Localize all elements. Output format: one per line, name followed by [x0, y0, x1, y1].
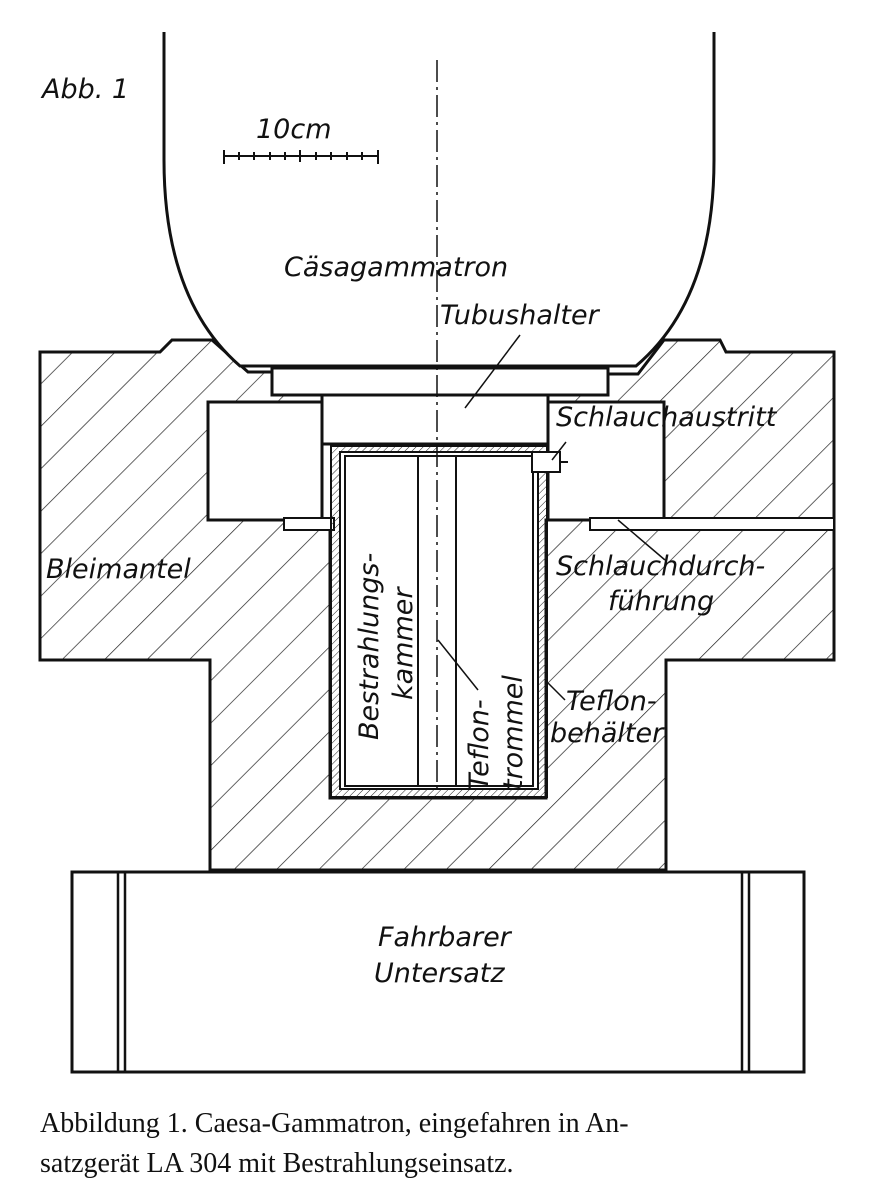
figure-caption: Abbildung 1. Caesa-Gammatron, eingefahre… [40, 1104, 840, 1184]
label-lead-shield: Bleimantel [46, 554, 191, 585]
scale-label: 10cm [256, 114, 332, 145]
hose-gap-right [589, 517, 835, 531]
scale-bar [223, 150, 379, 164]
label-base-2: Untersatz [374, 958, 505, 989]
teflon-drum [344, 455, 534, 787]
source-housing [162, 32, 716, 368]
figure-tag: Abb. 1 [40, 74, 129, 105]
source-flange [270, 366, 610, 397]
apparatus-diagram: Abb. 1 10cm Cäsagammatron Tubushalter Sc… [38, 32, 836, 1074]
label-source: Cäsagammatron [284, 252, 508, 283]
mobile-base [70, 870, 806, 1074]
teflon-container [330, 445, 548, 798]
label-container-1: Teflon- [566, 686, 657, 717]
label-drum-1: Teflon- [464, 699, 495, 790]
tube-holder [320, 393, 550, 446]
label-drum-2: trommel [498, 675, 529, 790]
caption-line-1: Abbildung 1. Caesa-Gammatron, eingefahre… [40, 1108, 629, 1139]
label-chamber-2: kammer [388, 586, 419, 700]
label-hose-passage-2: führung [608, 586, 714, 617]
label-base-1: Fahrbarer [378, 922, 513, 953]
label-hose-exit: Schlauchaustritt [556, 402, 778, 433]
label-hose-passage-1: Schlauchdurch- [556, 551, 765, 582]
holder-block-left [206, 400, 324, 522]
label-container-2: behälter [550, 718, 665, 749]
leader-lines [437, 334, 666, 701]
hose-gap-left [283, 517, 335, 531]
caption-line-2: satzgerät LA 304 mit Bestrahlungseinsatz… [40, 1148, 514, 1179]
label-chamber-1: Bestrahlungs- [354, 553, 385, 740]
label-tube-holder: Tubushalter [440, 300, 601, 331]
